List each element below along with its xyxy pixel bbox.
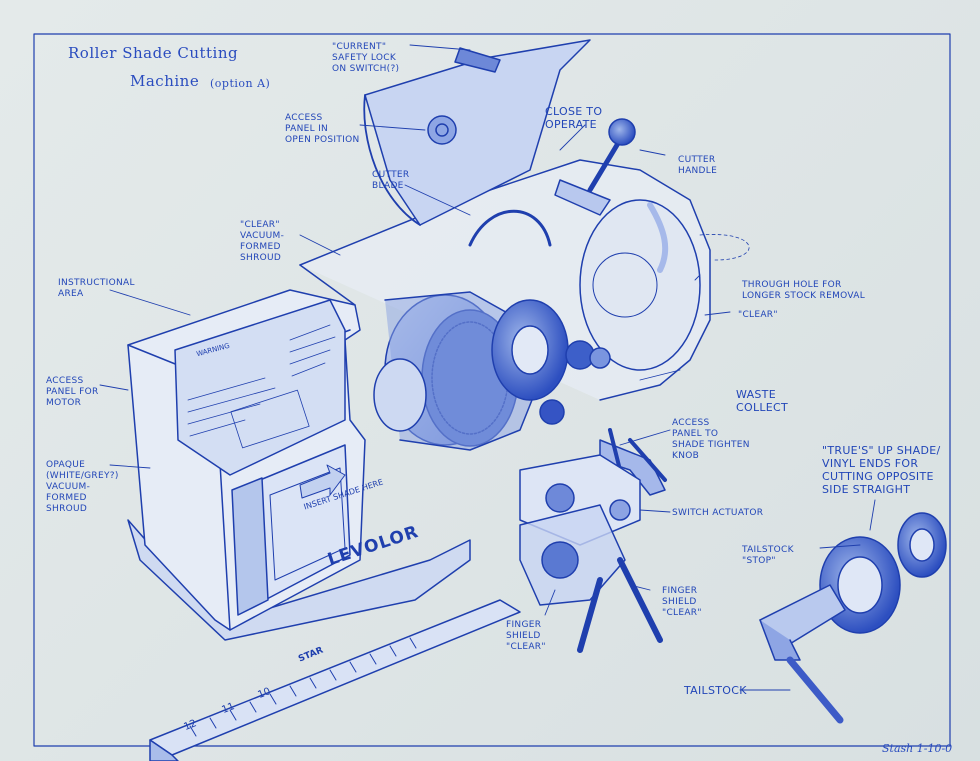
front-housing [127, 289, 366, 631]
tailstock [759, 512, 947, 724]
label-cutter-handle: Cutter handle [678, 155, 718, 176]
title-line-1: Roller Shade Cutting [68, 44, 239, 62]
label-finger-shield-right: Finger shield "Clear" [662, 586, 702, 618]
label-vacuum-shroud: "Clear" vacuum- formed shroud [240, 220, 285, 263]
label-switch-actuator: Switch actuator [672, 508, 764, 518]
label-opaque-shroud: Opaque (white/grey?) vacuum- formed shro… [46, 460, 119, 514]
label-trues-up: "True's" up shade/ vinyl ends for cuttin… [822, 444, 941, 496]
label-access-panel-motor: Access panel for motor [46, 376, 99, 408]
label-access-panel-knob: Access panel to shade tighten knob [672, 418, 750, 461]
title-line-2: Machine [130, 72, 200, 90]
label-instructional-area: Instructional area [58, 278, 135, 299]
label-finger-shield-left: Finger shield "clear" [506, 620, 546, 652]
label-close-to-operate: Close to operate [545, 105, 603, 131]
label-clear: "Clear" [738, 310, 778, 320]
title-option: (option A) [210, 77, 271, 90]
cutting-drum [373, 291, 611, 451]
ruler [149, 599, 521, 761]
label-access-panel-open: Access panel in open position [285, 113, 360, 145]
label-safety-lock: "Current" safety lock on switch(?) [332, 42, 400, 74]
label-tailstock-stop: Tailstock "Stop" [742, 545, 794, 566]
finger-shield [519, 504, 663, 653]
sheet-border [33, 33, 951, 747]
cutter-blade [468, 209, 552, 247]
label-cutter-blade: Cutter blade [372, 170, 410, 191]
label-through-hole: Through hole for longer stock removal [742, 280, 866, 301]
label-waste-collect: Waste collect [736, 388, 789, 414]
signature: Stash 1-10-0 [882, 742, 953, 755]
tighten-knob [539, 399, 667, 496]
access-panel-open [363, 39, 591, 226]
clear-shroud [299, 159, 750, 401]
cutter-handle [554, 118, 669, 273]
label-tailstock: Tailstock [684, 684, 747, 697]
